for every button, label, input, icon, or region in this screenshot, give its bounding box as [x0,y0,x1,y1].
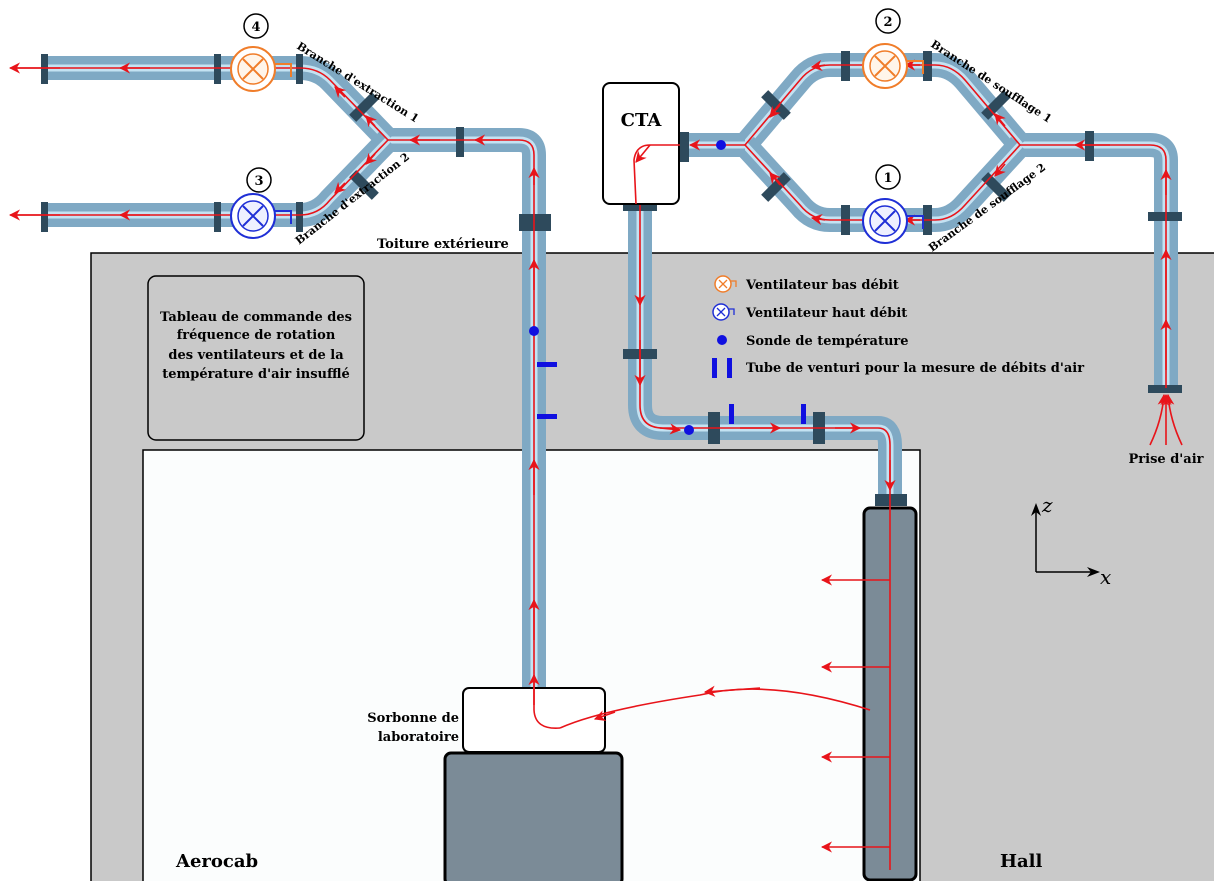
fan-3-blue-icon [230,193,292,239]
legend-low-flow: Ventilateur bas débit [745,278,899,293]
legend-venturi: Tube de venturi pour la mesure de débits… [746,361,1084,376]
axis-x-label: x [1100,565,1111,589]
legend-venturi-icon-a [712,358,717,378]
control-panel-line-2: fréquence de rotation [177,328,336,343]
control-panel-line-1: Tableau de commande des [160,310,352,325]
control-panel-line-3: des ventilateurs et de la [168,348,344,363]
axes: z x [1031,493,1111,589]
legend: Ventilateur bas débit Ventilateur haut d… [712,275,1084,378]
temp-probe-supply [684,425,694,435]
fan-number-4: 4 [243,13,269,39]
label-hall: Hall [1000,851,1043,872]
sorbonne-bench [443,751,624,881]
svg-text:4: 4 [251,20,260,35]
axis-z-label: z [1041,493,1053,517]
label-aerocab: Aerocab [175,851,258,872]
fan-1-blue-icon [862,198,924,244]
label-sorbonne-2: laboratoire [378,730,459,745]
cta-unit [602,82,680,205]
label-prise-air: Prise d'air [1129,452,1204,467]
legend-probe: Sonde de température [746,334,909,349]
control-panel [147,275,365,441]
temp-probe-cta-inlet [716,140,726,150]
fan-number-1: 1 [875,164,901,190]
fan-2-orange-icon [862,43,924,89]
svg-text:1: 1 [883,171,892,186]
cta-label: CTA [621,110,663,131]
control-panel-line-4: température d'air insufflé [162,367,350,382]
label-toiture: Toiture extérieure [377,237,509,252]
legend-high-flow: Ventilateur haut débit [745,306,907,321]
fan-4-orange-icon [230,46,292,92]
flow-lines [8,59,1183,870]
fan-number-3: 3 [246,167,272,193]
venturi-marks [537,362,806,424]
label-sorbonne-1: Sorbonne de [367,711,459,726]
temp-probe-extraction [529,326,539,336]
legend-orange-fan-icon [714,275,737,293]
fan-number-2: 2 [875,8,901,34]
legend-blue-fan-icon [712,303,735,321]
legend-venturi-icon-b [727,358,732,378]
svg-text:2: 2 [883,15,892,30]
legend-probe-icon [717,335,727,345]
svg-text:3: 3 [254,174,263,189]
